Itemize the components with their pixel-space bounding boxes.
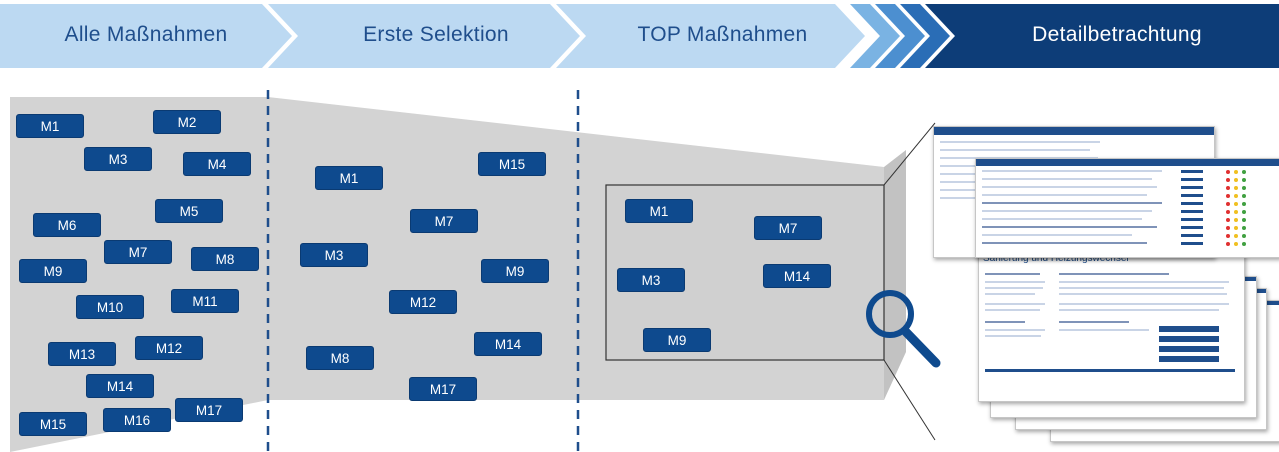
measure-tag: M15 [478,152,546,176]
measure-tag: M1 [16,114,84,138]
measure-tag: M12 [135,336,203,360]
chevron-erste-selektion [268,4,580,68]
measure-tag: M13 [48,342,116,366]
measure-tag: M10 [76,295,144,319]
measure-tag: M9 [481,259,549,283]
measure-tag: M9 [643,328,711,352]
measure-tag: M9 [19,259,87,283]
magnifier-icon [866,290,941,368]
zoom-box-right [884,150,906,400]
measure-tag: M17 [409,377,477,401]
measure-tag: M8 [191,247,259,271]
chevron-arrow-3 [900,4,950,68]
chevron-arrow-2 [875,4,925,68]
measure-tag: M1 [315,166,383,190]
detail-doc-table-front [975,158,1279,258]
measure-tag: M1 [625,199,693,223]
zoom-ray-bottom [883,359,936,441]
step-label-top-massnahmen: TOP Maßnahmen [637,23,808,46]
measure-tag: M14 [763,264,831,288]
chevron-arrow-1 [850,4,900,68]
measure-tag: M14 [474,332,542,356]
measure-tag: M16 [103,408,171,432]
measure-tag: M4 [183,152,251,176]
measure-tag: M5 [155,199,223,223]
chevron-top-massnahmen [556,4,865,68]
measure-tag: M17 [175,398,243,422]
step-label-detailbetrachtung: Detailbetrachtung [1032,23,1202,46]
measure-tag: M7 [410,209,478,233]
measure-tag: M6 [33,213,101,237]
chevron-detailbetrachtung [925,4,1279,68]
detail-doc-page: Sanierung und Heizungswechsel [978,250,1245,402]
measure-tag: M7 [754,216,822,240]
step-label-alle-massnahmen: Alle Maßnahmen [64,23,228,46]
measure-tag: M15 [19,412,87,436]
measure-tag: M3 [617,268,685,292]
measure-tag: M11 [171,289,239,313]
measure-tag: M3 [84,147,152,171]
measure-tag: M2 [153,110,221,134]
measure-tag: M3 [300,243,368,267]
measure-tag: M7 [104,240,172,264]
measure-tag: M12 [389,290,457,314]
zoom-ray-top [883,122,936,186]
measure-tag: M14 [86,374,154,398]
measure-tag: M8 [306,346,374,370]
chevron-alle-massnahmen [0,4,292,68]
detail-doc-heading: Sanierung und Heizungswechsel [983,253,1129,264]
step-label-erste-selektion: Erste Selektion [363,23,509,46]
